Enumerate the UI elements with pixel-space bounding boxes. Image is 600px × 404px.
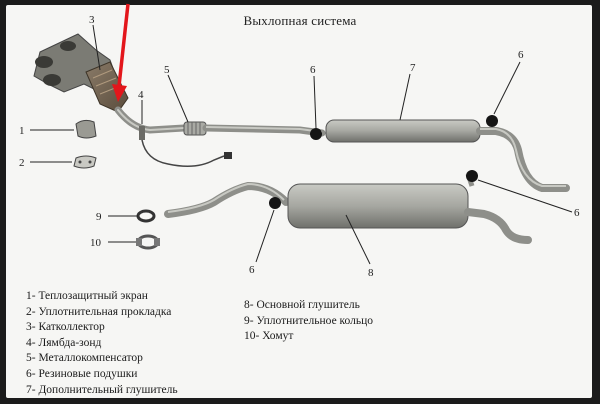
legend-item: 4- Лямбда-зонд bbox=[26, 336, 102, 349]
callout-6-a: 6 bbox=[310, 64, 316, 76]
intermediate-pipe bbox=[202, 124, 326, 137]
callout-1: 1 bbox=[19, 125, 25, 137]
leader-lines bbox=[30, 24, 573, 265]
legend-item: 3- Катколлектор bbox=[26, 321, 105, 334]
rubber-mount-1 bbox=[310, 128, 322, 140]
callout-4: 4 bbox=[138, 89, 144, 101]
lower-front-pipe bbox=[164, 181, 290, 218]
legend-item: 1- Теплозащитный экран bbox=[26, 290, 148, 302]
legend-item: 9- Уплотнительное кольцо bbox=[244, 314, 374, 327]
callout-8: 8 bbox=[368, 267, 374, 279]
diagram-title: Выхлопная система bbox=[243, 13, 357, 28]
callout-6-b: 6 bbox=[518, 49, 524, 61]
rubber-mount-4 bbox=[466, 170, 478, 182]
additional-muffler bbox=[325, 119, 481, 143]
legend-item: 5- Металлокомпенсатор bbox=[26, 352, 143, 365]
red-arrow bbox=[112, 3, 130, 102]
callout-6-c: 6 bbox=[574, 207, 580, 219]
upper-tail-pipe bbox=[476, 127, 570, 192]
callout-10: 10 bbox=[90, 237, 102, 249]
clamp-part bbox=[136, 234, 160, 250]
callout-3: 3 bbox=[89, 14, 95, 26]
legend-right: 8- Основной глушитель 9- Уплотнительное … bbox=[244, 298, 373, 345]
callout-7: 7 bbox=[410, 62, 416, 74]
legend-left: 1- Теплозащитный экран 2- Уплотнительная… bbox=[26, 289, 178, 398]
heat-shield-part bbox=[75, 119, 97, 139]
legend-item: 6- Резиновые подушки bbox=[26, 367, 138, 380]
gasket-part bbox=[73, 155, 97, 169]
lower-tail-pipe bbox=[464, 173, 532, 244]
legend-item: 8- Основной глушитель bbox=[244, 299, 360, 311]
main-muffler bbox=[287, 183, 469, 229]
lambda-probe bbox=[139, 126, 232, 167]
callout-5: 5 bbox=[164, 64, 170, 76]
callout-2: 2 bbox=[19, 157, 25, 169]
rubber-mount-2 bbox=[486, 115, 498, 127]
legend-item: 2- Уплотнительная прокладка bbox=[26, 305, 172, 318]
callout-9: 9 bbox=[96, 211, 102, 223]
sealing-ring-part bbox=[136, 209, 156, 223]
rubber-mount-3 bbox=[269, 197, 281, 209]
front-pipe bbox=[114, 106, 188, 134]
callout-6-d: 6 bbox=[249, 264, 255, 276]
legend-item: 10- Хомут bbox=[244, 330, 294, 343]
legend-item: 7- Дополнительный глушитель bbox=[26, 383, 178, 396]
